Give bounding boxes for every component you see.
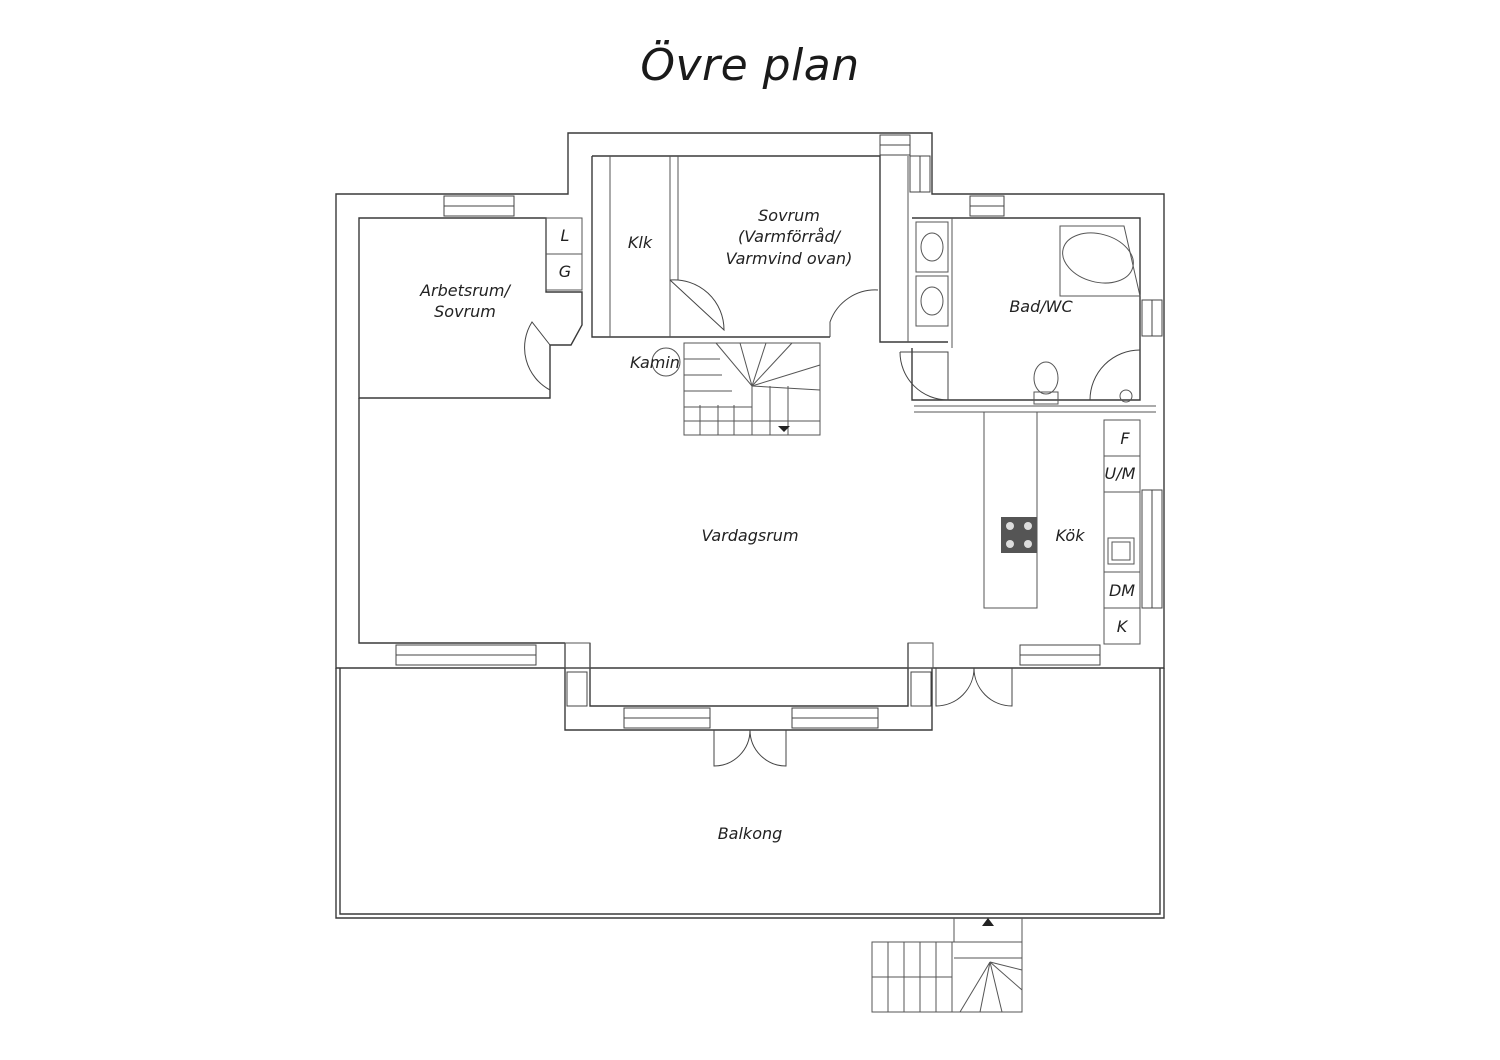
label-g: G (559, 262, 571, 281)
label-um: U/M (1105, 464, 1136, 483)
label-sovrum-line3: Varmvind ovan) (726, 249, 853, 268)
label-l: L (561, 226, 570, 245)
bay-and-balcony (335, 642, 1165, 919)
label-f: F (1120, 429, 1130, 448)
label-vardagsrum: Vardagsrum (701, 526, 798, 545)
label-klk: Klk (628, 233, 653, 252)
bathroom-fixtures (915, 221, 1141, 405)
label-k: K (1117, 617, 1129, 636)
label-arbetsrum-line2: Sovrum (434, 302, 496, 321)
label-sovrum-line1: Sovrum (758, 206, 820, 225)
kitchen-fixtures (1001, 517, 1135, 565)
windows (395, 134, 1163, 729)
label-kamin: Kamin (630, 353, 680, 372)
doors (524, 279, 1141, 767)
label-bad: Bad/WC (1009, 297, 1073, 316)
page-title: Övre plan (640, 40, 860, 91)
external-staircase (871, 918, 1023, 1013)
label-kok: Kök (1056, 526, 1086, 545)
label-balkong: Balkong (718, 824, 783, 843)
label-dm: DM (1109, 581, 1135, 600)
label-sovrum-line2: (Varmförråd/ (738, 227, 842, 246)
internal-staircase (651, 342, 821, 436)
label-arbetsrum-line1: Arbetsrum/ (419, 281, 511, 300)
fixture-labels: L G F U/M DM K (559, 226, 1136, 636)
partitions (545, 156, 1156, 645)
room-labels: Arbetsrum/ Sovrum Klk Sovrum (Varmförråd… (419, 206, 1085, 843)
outer-walls (335, 132, 1165, 669)
